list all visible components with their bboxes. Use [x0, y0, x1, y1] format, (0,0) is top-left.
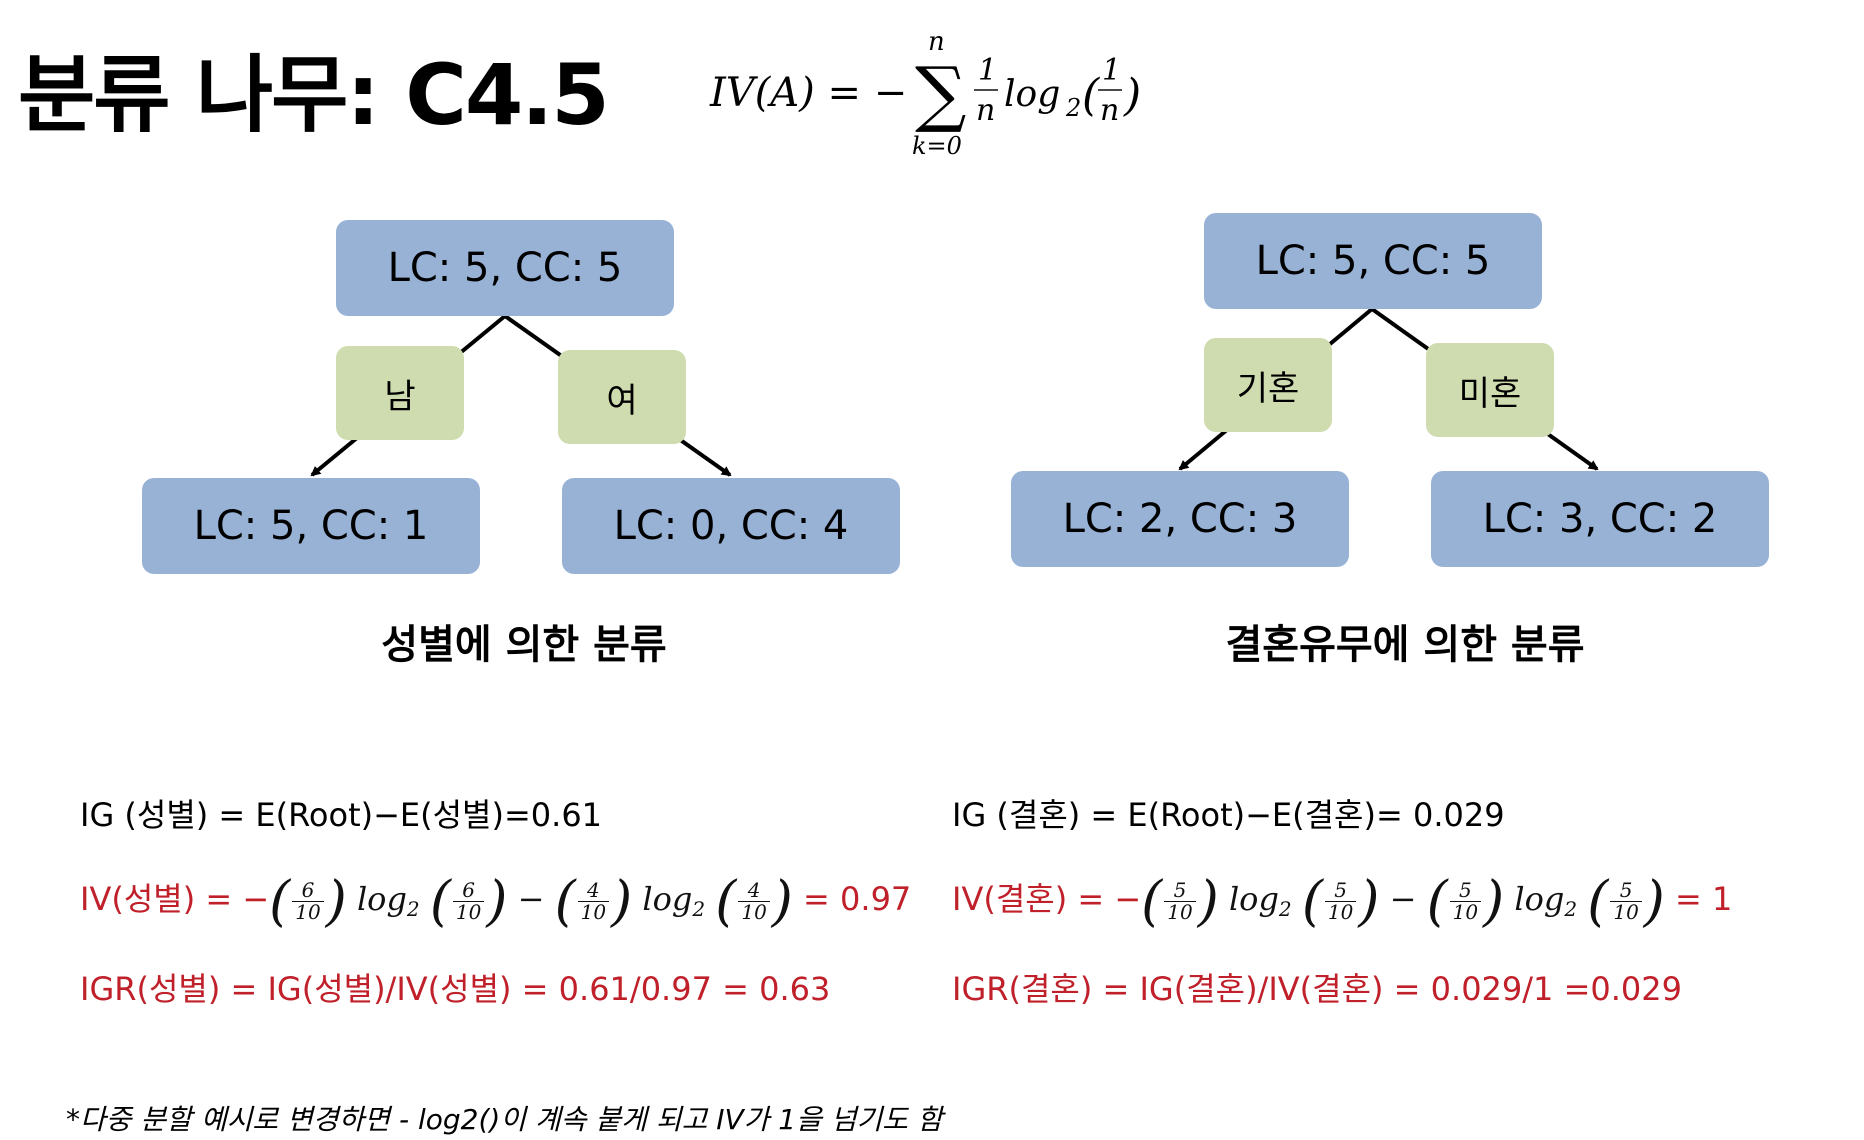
formula-sum-bottom: k=0	[912, 132, 962, 158]
formula-sigma: ∑	[915, 51, 966, 135]
formula-frac-num: 1	[978, 53, 997, 88]
tree-right-caption: 결혼유무에 의한 분류	[1225, 622, 1585, 668]
left-ig-line: IG (성별) = E(Root)−E(성별)=0.61	[80, 796, 603, 834]
tree-right-child-node-married: LC: 2, CC: 3	[1011, 471, 1349, 567]
left-iv-prefix: IV(성별) = −	[80, 880, 270, 918]
formula-lhs: IV(A) = −	[709, 70, 907, 116]
iv-formula: IV(A) = − ∑ n k=0 1 n log 2 ( 1 n )	[709, 27, 1141, 158]
formula-log-sub: 2	[1065, 94, 1081, 122]
left-iv-result: = 0.97	[803, 880, 912, 918]
formula-log: log	[1004, 74, 1060, 115]
formula-arg-den: n	[1100, 93, 1119, 128]
tree-left-child-node-male: LC: 5, CC: 1	[142, 478, 480, 574]
tree-left-child-node-female: LC: 0, CC: 4	[562, 478, 900, 574]
formula-arg-num: 1	[1102, 53, 1121, 88]
left-igr-line: IGR(성별) = IG(성별)/IV(성별) = 0.61/0.97 = 0.…	[80, 970, 831, 1008]
page-title: 분류 나무: C4.5	[18, 46, 610, 144]
tree-left-edge-label-male: 남	[336, 346, 464, 440]
tree-left-root-node: LC: 5, CC: 5	[336, 220, 674, 316]
right-iv-prefix: IV(결혼) = −	[952, 880, 1142, 918]
formula-sum-top: n	[928, 27, 945, 57]
formula-open-paren: (	[1082, 70, 1100, 121]
right-igr-line: IGR(결혼) = IG(결혼)/IV(결혼) = 0.029/1 =0.029	[952, 970, 1683, 1008]
right-ig-line: IG (결혼) = E(Root)−E(결혼)= 0.029	[952, 796, 1505, 834]
tree-right-edge-label-single: 미혼	[1426, 343, 1554, 437]
tree-right-edge-label-married: 기혼	[1204, 338, 1332, 432]
tree-right-child-node-single: LC: 3, CC: 2	[1431, 471, 1769, 567]
formula-frac-den: n	[976, 93, 995, 128]
tree-right-root-node: LC: 5, CC: 5	[1204, 213, 1542, 309]
tree-left-edge-label-female: 여	[558, 350, 686, 444]
right-iv-result: = 1	[1675, 880, 1733, 918]
tree-left-caption: 성별에 의한 분류	[381, 622, 667, 668]
footnote: *다중 분할 예시로 변경하면 - log2()이 계속 붙게 되고 IV가 1…	[66, 1103, 943, 1136]
formula-close-paren: )	[1123, 70, 1141, 121]
